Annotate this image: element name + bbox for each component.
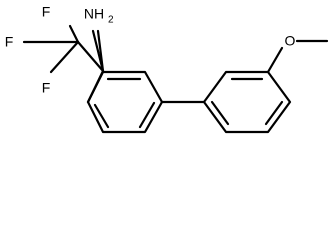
atom-amine: NH [84,6,104,22]
bond-chiral-amine-wedge-2 [96,29,105,73]
atom-oxygen: O [285,33,296,49]
atom-f-middle: F [5,34,14,50]
amine-subscript: 2 [108,15,114,26]
bond-aryl-oxygen [266,46,284,74]
left-ring-double-bond-1 [93,103,110,129]
bond-c-f-bottom [49,40,80,74]
atom-f-bottom: F [42,80,51,96]
right-ring-double-bond-1 [210,100,230,126]
right-benzene-ring [202,70,292,134]
bond-cf3-chiral [76,40,105,73]
structural-formula: F F F NH 2 O [5,4,329,134]
atom-f-top: F [42,4,51,20]
left-ring-double-bond-2 [138,101,156,129]
bond-c-f-top [68,24,80,44]
right-ring-double-bond-2 [264,100,284,126]
left-benzene-ring [86,70,164,134]
